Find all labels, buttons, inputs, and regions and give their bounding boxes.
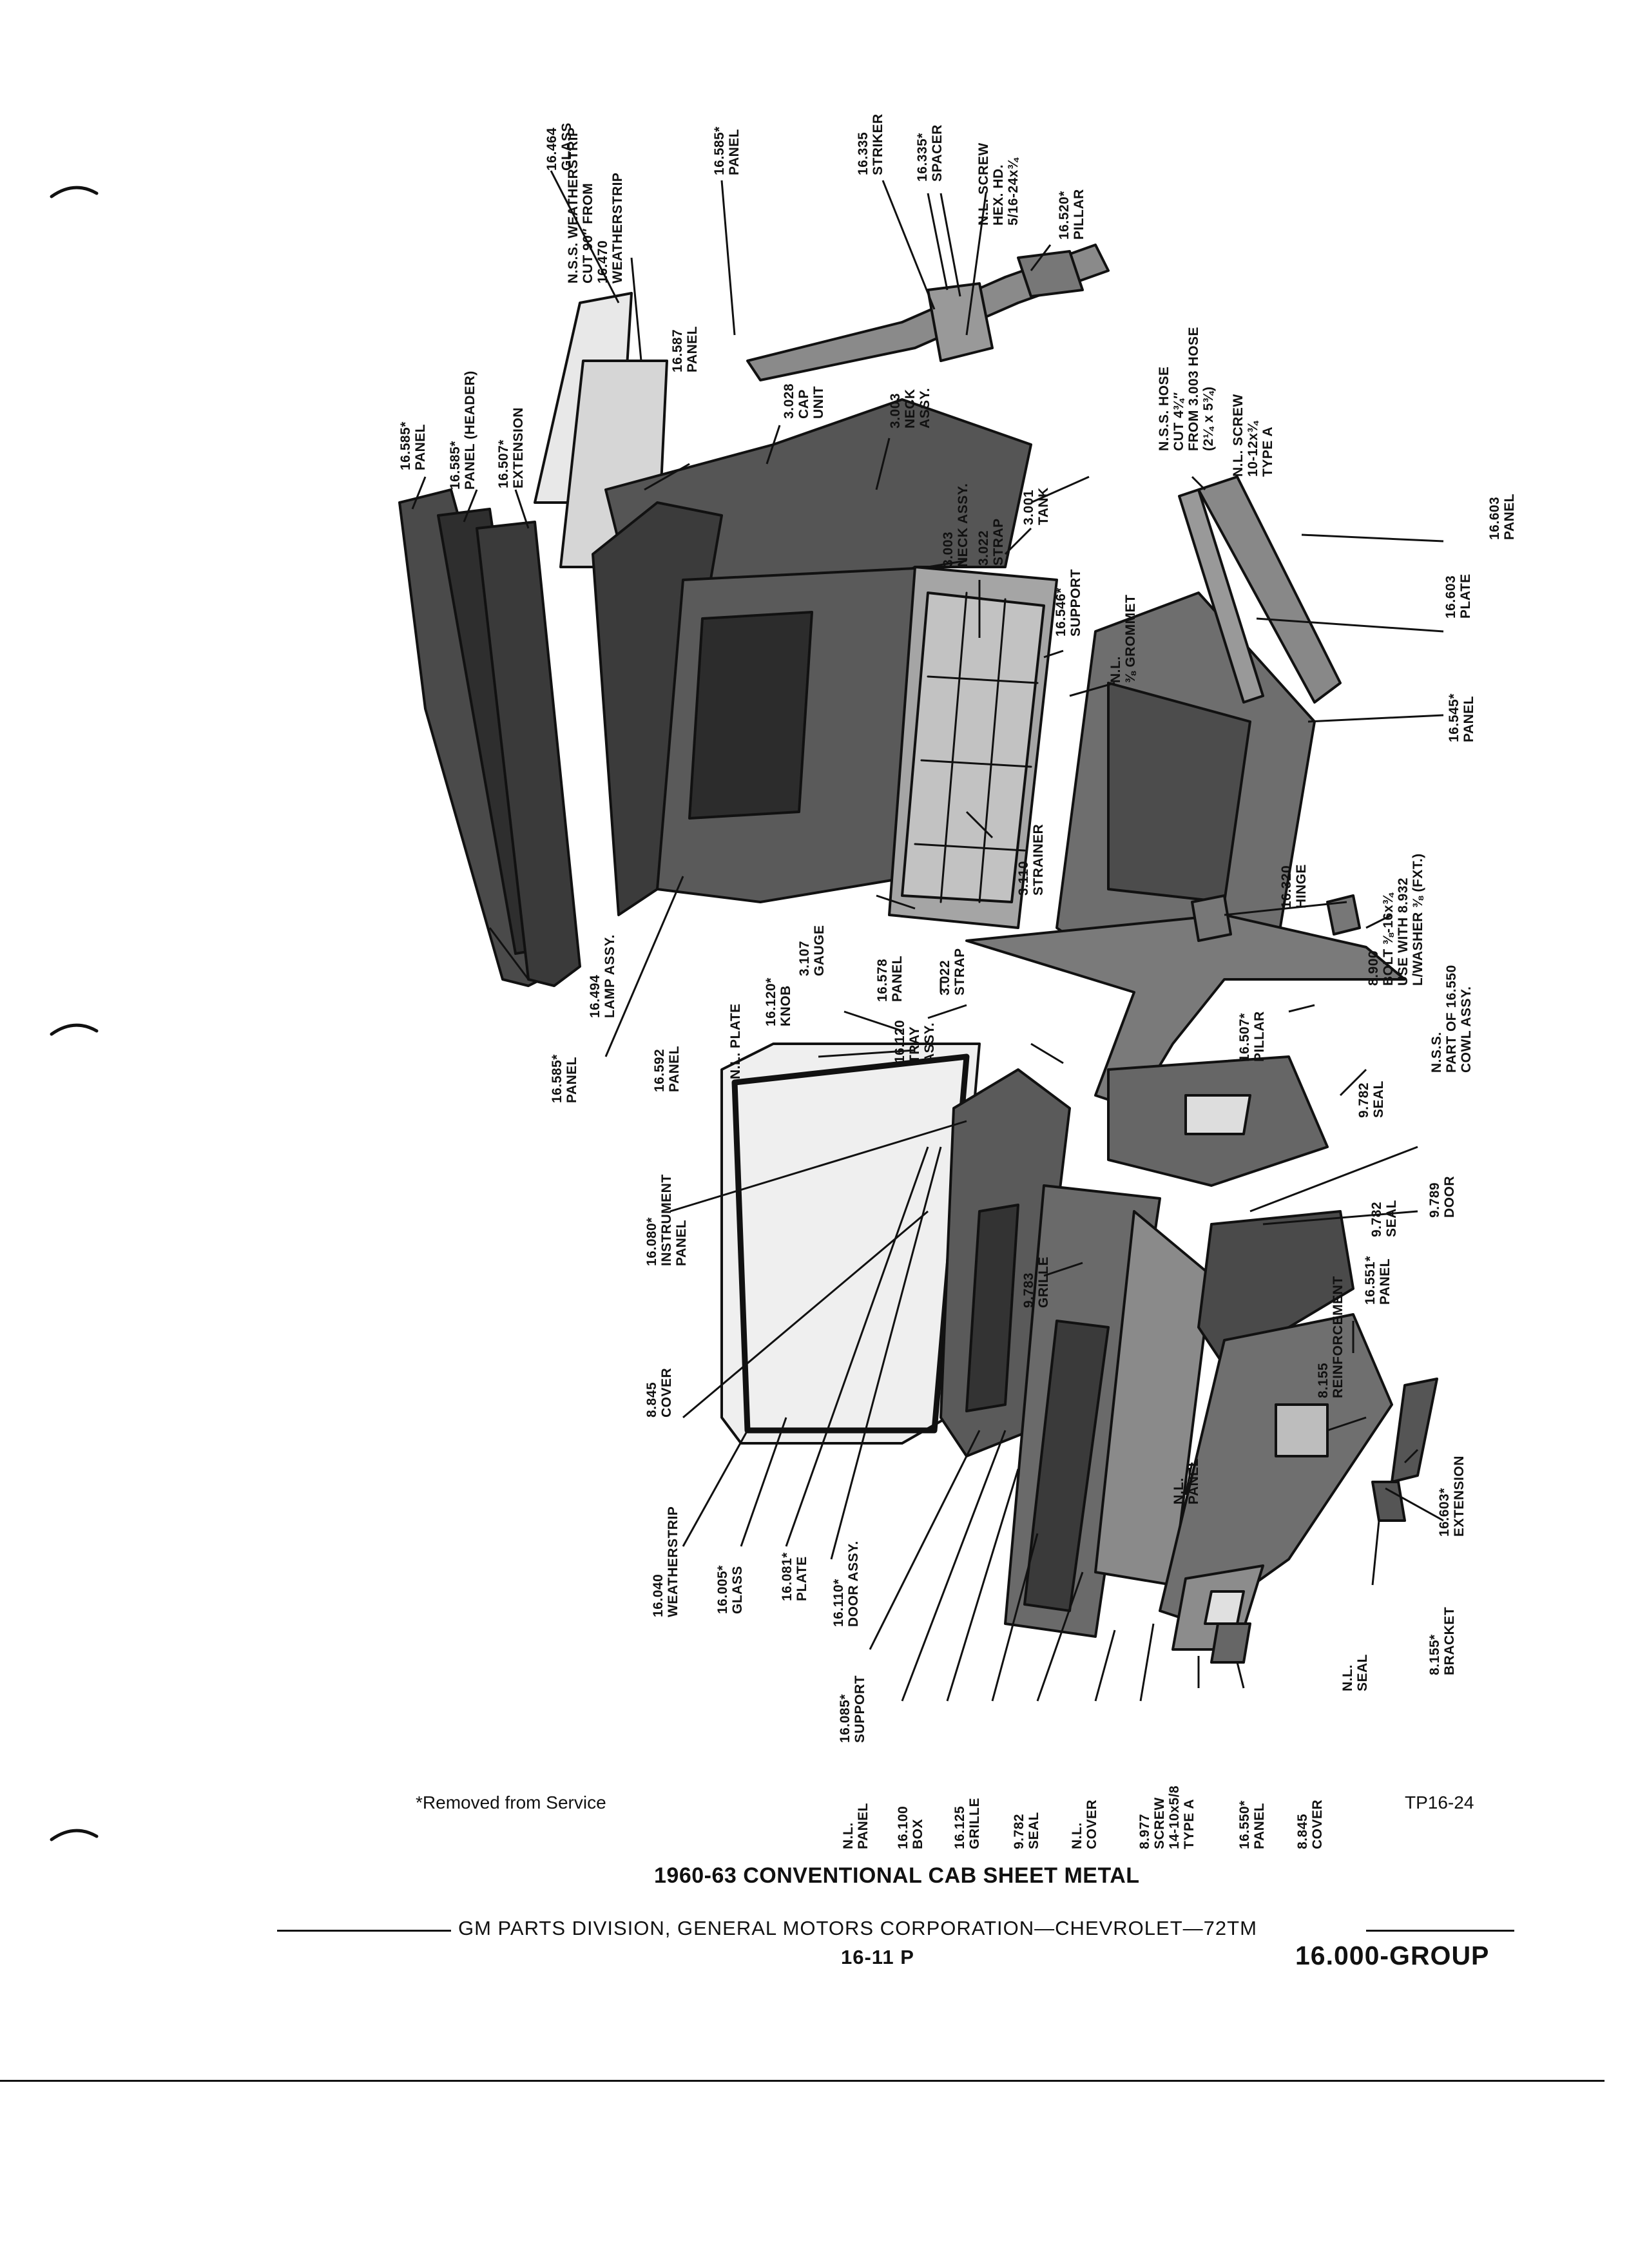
group-number: 16.000-GROUP [1295,1941,1490,1970]
callout-extension-16603: 16.603* EXTENSION [1437,1456,1467,1537]
callout-gauge-3107: 3.107 GAUGE [797,925,827,976]
callout-cap-unit: 3.028 CAP UNIT [782,383,826,419]
page-title: 1960-63 CONVENTIONAL CAB SHEET METAL [654,1863,1140,1888]
callout-nl-panel-a: N.L. PANEL [1171,1457,1201,1504]
callout-instrument-panel: 16.080* INSTRUMENT PANEL [644,1174,689,1266]
callout-panel-16550: 16.550* PANEL [1237,1800,1267,1849]
callout-door-assy: 16.110* DOOR ASSY. [831,1541,861,1627]
callout-strainer-3110: 3.110 STRAINER [1016,823,1046,896]
callout-seal-9782-a: 9.782 SEAL [1356,1080,1386,1118]
division-line: GM PARTS DIVISION, GENERAL MOTORS CORPOR… [458,1917,1257,1939]
callout-tray-assy: 16.120 TRAY ASSY. [892,1019,937,1063]
callout-cowl-assy: N.S.S. PART OF 16.550 COWL ASSY. [1429,965,1474,1073]
callout-neck-assy-3003-b: 3.003 NECK ASSY. [941,483,970,567]
plate-code: TP16-24 [1405,1792,1474,1812]
callout-panel-16545: 16.545* PANEL [1447,693,1476,742]
callout-weatherstrip-16040: 16.040 WEATHERSTRIP [651,1506,680,1617]
footer-rule-left [277,1930,451,1932]
callout-cover-8845-a: 8.845 COVER [644,1367,674,1418]
callout-weatherstrip-nss: N.S.S. WEATHERSTRIP CUT 90″ FROM 16.470 … [566,127,625,284]
callout-nl-plate: N.L. PLATE [728,1003,743,1079]
callout-lamp-assy: 16.494 LAMP ASSY. [588,934,617,1018]
callout-glass-16005: 16.005* GLASS [715,1565,745,1614]
page-number: 16-11 P [841,1946,914,1968]
callout-nl-panel-b: N.L. PANEL [841,1802,871,1849]
callout-grille-9783: 9.783 GRILLE [1021,1256,1051,1308]
callout-hose-nss: N.S.S. HOSE CUT 4¾″ FROM 3.003 HOSE (2¼ … [1157,326,1216,451]
callout-panel-16592: 16.592 PANEL [652,1045,682,1092]
callout-tank-3001: 3.001 TANK [1021,487,1051,525]
callout-panel-16585-left: 16.585* PANEL [398,421,428,470]
callout-hinge-16320: 16.320 HINGE [1279,863,1309,908]
callout-grommet: N.L. ⅜ GROMMET [1108,594,1138,683]
footer-rule-right [1366,1930,1514,1932]
callout-plate-16081: 16.081* PLATE [780,1552,809,1601]
callout-panel-16578: 16.578 PANEL [875,955,905,1002]
callout-panel-16551: 16.551* PANEL [1363,1256,1393,1305]
callout-pillar-16507: 16.507* PILLAR [1237,1011,1267,1062]
callout-knob-16120: 16.120* KNOB [764,977,793,1026]
callout-support-16546: 16.546* SUPPORT [1054,568,1083,637]
callout-nl-seal: N.L. SEAL [1340,1653,1370,1691]
callout-bolt-8900: 8.900 BOLT ⅜-16x¾ USE WITH 8.932 L/WASHE… [1366,853,1425,986]
bottom-rule [0,2080,1605,2082]
callout-strap-3022-b: 3.022 STRAP [938,948,967,995]
callout-screw-8977: 8.977 SCREW 14-10x5/8 TYPE A [1137,1785,1197,1849]
callout-striker-16335: 16.335 STRIKER [856,113,885,175]
callout-panel-16587: 16.587 PANEL [670,325,700,372]
callout-strap-3022-a: 3.022 STRAP [976,518,1006,566]
callout-box-16100: 16.100 BOX [896,1805,925,1849]
callout-cover-8845-b: 8.845 COVER [1295,1799,1325,1849]
callout-screw-hex: N.L. SCREW HEX. HD. 5/16-24x¾ [976,142,1021,226]
callout-extension-16507: 16.507* EXTENSION [496,407,526,488]
removed-from-service-note: *Removed from Service [416,1792,606,1812]
callout-neck-assy-3003-a: 3.003 NECK ASSY. [888,387,932,428]
callout-panel-16603: 16.603 PANEL [1487,493,1517,540]
callout-plate-16603: 16.603 PLATE [1443,573,1473,619]
callout-spacer-16335: 16.335* SPACER [915,124,945,182]
callout-bracket-8155: 8.155* BRACKET [1427,1606,1457,1675]
callout-support-16085: 16.085* SUPPORT [838,1675,867,1743]
callout-panel-16585-low: 16.585* PANEL [550,1054,579,1103]
callout-seal-9782-c: 9.782 SEAL [1012,1811,1041,1849]
callout-grille-16125: 16.125 GRILLE [952,1798,982,1849]
callout-panel-16585-top: 16.585* PANEL [712,126,742,175]
callout-screw-10-12: N.L. SCREW 10-12x¾ TYPE A [1231,394,1275,477]
callout-door-9789: 9.789 DOOR [1427,1176,1457,1218]
callout-nl-cover: N.L. COVER [1070,1799,1099,1849]
callout-reinforcement: 8.155 REINFORCEMENT [1316,1276,1345,1398]
callout-pillar-16520: 16.520* PILLAR [1057,189,1086,240]
callout-panel-header: 16.585* PANEL (HEADER) [448,370,477,490]
callout-seal-9782-b: 9.782 SEAL [1369,1199,1399,1237]
